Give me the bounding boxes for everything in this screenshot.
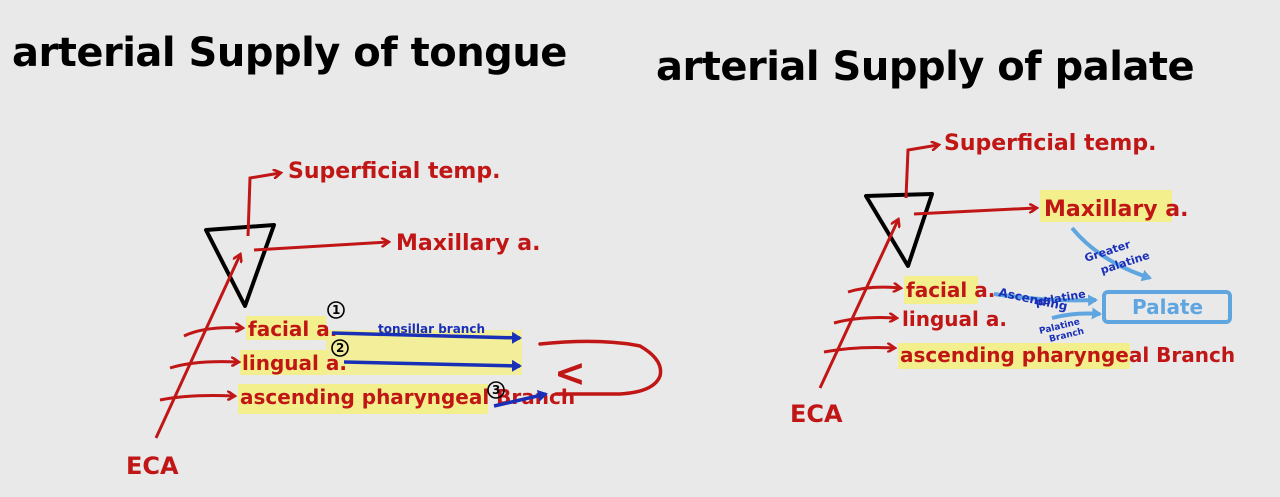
tongue-triangle bbox=[204, 223, 276, 308]
tongue-superficial-temp-label: Superficial temp. bbox=[288, 159, 500, 184]
palate-title: arterial Supply of palate bbox=[656, 44, 1194, 90]
palatine-branch-arrow bbox=[1051, 307, 1102, 320]
circle-3 bbox=[487, 381, 505, 399]
highlight-ascending-pharyngeal bbox=[238, 384, 488, 414]
number-3: 3 bbox=[492, 383, 500, 397]
facial-arrow bbox=[183, 328, 242, 338]
eca-trunk-arrow bbox=[154, 255, 240, 439]
tongue-eca-label: ECA bbox=[126, 452, 179, 480]
lingual-branch-arrow bbox=[343, 359, 522, 372]
maxillary-arrow bbox=[253, 242, 388, 252]
palate-box-label: Palate bbox=[1132, 295, 1203, 319]
palate-box bbox=[1102, 290, 1232, 324]
tonsillar-branch-arrow bbox=[331, 331, 522, 344]
number-1: 1 bbox=[332, 303, 340, 317]
tongue-lingual-label: lingual a. bbox=[242, 351, 347, 375]
palate-superficial-temp-label: Superficial temp. bbox=[944, 131, 1156, 156]
palate-superficial-temporal-arrow bbox=[904, 145, 938, 199]
palate-maxillary-label: Maxillary a. bbox=[1044, 197, 1188, 222]
tongue-v-symbol: < bbox=[554, 351, 586, 395]
lingual-arrow bbox=[169, 362, 238, 370]
tongue-facial-label: facial a. bbox=[248, 317, 337, 341]
palate-eca-trunk-arrow bbox=[818, 220, 898, 389]
circle-2 bbox=[331, 339, 349, 357]
palate-lingual-arrow bbox=[833, 318, 896, 325]
tongue-outline bbox=[538, 339, 663, 396]
highlight-palate-ascending-pharyngeal bbox=[898, 343, 1130, 369]
tonsillar-branch-label: tonsillar branch bbox=[378, 322, 485, 336]
palate-triangle bbox=[864, 192, 934, 268]
number-2: 2 bbox=[336, 341, 344, 355]
tongue-ascending-pharyngeal-label: ascending pharyngeal Branch bbox=[240, 385, 575, 409]
ascending-pharyngeal-branch-arrow bbox=[493, 389, 548, 408]
tongue-title: arterial Supply of tongue bbox=[12, 30, 567, 76]
ascending-pharyngeal-arrow bbox=[159, 396, 234, 402]
palate-eca-label: ECA bbox=[790, 400, 843, 428]
palate-facial-arrow bbox=[847, 287, 900, 294]
tongue-maxillary-label: Maxillary a. bbox=[396, 231, 540, 256]
highlight-lingual bbox=[240, 350, 326, 375]
greater-palatine-arrow bbox=[1070, 226, 1152, 282]
circle-1 bbox=[327, 301, 345, 319]
highlight-palate-facial bbox=[904, 276, 978, 304]
palate-ascending-pharyngeal-arrow bbox=[823, 348, 894, 354]
tongue-diagram: arterial Supply of tongue Superficial te… bbox=[12, 30, 663, 480]
palate-lingual-label: lingual a. bbox=[902, 307, 1007, 331]
highlight-maxillary bbox=[1040, 190, 1172, 222]
superficial-temporal-arrow bbox=[246, 173, 280, 237]
highlight-facial bbox=[246, 316, 326, 340]
palate-maxillary-arrow bbox=[913, 208, 1036, 216]
ascending-palatine-arrow bbox=[993, 292, 1098, 307]
palate-diagram: arterial Supply of palate Superficial te… bbox=[656, 44, 1235, 428]
palate-ascending-pharyngeal-label: ascending pharyngeal Branch bbox=[900, 343, 1235, 367]
palate-facial-label: facial a. bbox=[906, 278, 995, 302]
